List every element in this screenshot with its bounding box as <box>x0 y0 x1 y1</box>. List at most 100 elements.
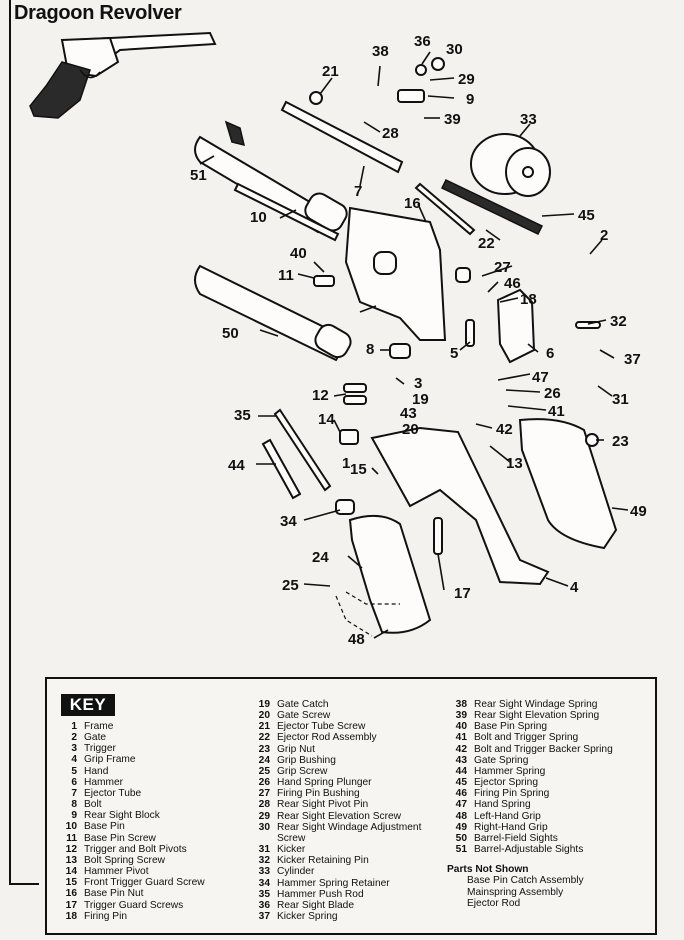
callout-10: 10 <box>250 209 267 226</box>
callout-numbers: 1 2 3 4 5 6 7 8 9 10 11 12 13 14 15 16 1… <box>190 33 647 648</box>
callout-47: 47 <box>532 369 549 386</box>
parts-not-shown-heading: Parts Not Shown <box>447 864 529 876</box>
callout-6: 6 <box>546 345 554 362</box>
callout-22: 22 <box>478 235 495 252</box>
parts-not-shown-item: Mainspring Assembly <box>467 886 564 898</box>
callout-19: 19 <box>412 391 429 408</box>
callout-14: 14 <box>318 411 335 428</box>
page-border-bottom <box>9 883 39 885</box>
part-51-barrel-adjustable-sights <box>194 120 348 234</box>
part-50-barrel-field-sights <box>194 264 352 362</box>
page-border-left <box>9 0 11 885</box>
callout-12: 12 <box>312 387 329 404</box>
callout-45: 45 <box>578 207 595 224</box>
part-49-right-grip <box>518 418 618 550</box>
callout-18: 18 <box>520 291 537 308</box>
callout-50: 50 <box>222 325 239 342</box>
callout-35: 35 <box>234 407 251 424</box>
callout-43: 43 <box>400 405 417 422</box>
callout-34: 34 <box>280 513 297 530</box>
part-48-left-grip <box>348 514 432 634</box>
callout-16: 16 <box>404 195 421 212</box>
callout-48: 48 <box>348 631 365 648</box>
grip-dashed-guides <box>335 591 400 637</box>
callout-23: 23 <box>612 433 629 450</box>
leader-lines <box>199 51 629 639</box>
parts-not-shown-item: Base Pin Catch Assembly <box>467 875 584 887</box>
callout-36: 36 <box>414 33 431 50</box>
callout-13: 13 <box>506 455 523 472</box>
callout-9: 9 <box>466 91 474 108</box>
part-44-hammer-spring <box>261 408 332 500</box>
callout-31: 31 <box>612 391 629 408</box>
callout-5: 5 <box>450 345 458 362</box>
callout-37: 37 <box>624 351 641 368</box>
callout-2: 2 <box>600 227 608 244</box>
callout-42: 42 <box>496 421 513 438</box>
callout-32: 32 <box>610 313 627 330</box>
callout-17: 17 <box>454 585 471 602</box>
callout-39: 39 <box>444 111 461 128</box>
callout-26: 26 <box>544 385 561 402</box>
callout-46: 46 <box>504 275 521 292</box>
callout-28: 28 <box>382 125 399 142</box>
part-4-grip-frame <box>370 426 550 586</box>
callout-38: 38 <box>372 43 389 60</box>
part-7-ejector-tube <box>280 100 404 174</box>
callout-1: 1 <box>342 455 350 472</box>
callout-15: 15 <box>350 461 367 478</box>
callout-8: 8 <box>366 341 374 358</box>
callout-3: 3 <box>414 375 422 392</box>
callout-33: 33 <box>520 111 537 128</box>
callout-29: 29 <box>458 71 475 88</box>
diagram-title: Dragoon Revolver <box>14 2 182 24</box>
callout-11: 11 <box>278 267 294 284</box>
callout-40: 40 <box>290 245 307 262</box>
part-1-frame <box>344 206 447 341</box>
callout-20: 20 <box>402 421 419 438</box>
callout-44: 44 <box>228 457 245 474</box>
callout-30: 30 <box>446 41 463 58</box>
